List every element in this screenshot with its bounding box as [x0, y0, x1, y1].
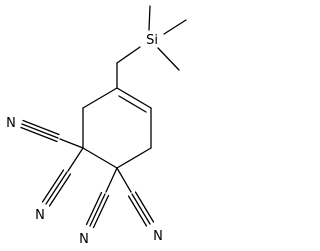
triple-bond-nitrile-lower-right — [134, 191, 155, 223]
atom-label-n-lower-left: N — [35, 208, 45, 223]
triple-bond-nitrile-upper-left — [21, 123, 59, 139]
triple-bond-nitrile-lower-middle — [89, 193, 106, 227]
nitrile-upper-left: N — [6, 116, 84, 149]
atom-label-n-lower-middle: N — [79, 232, 89, 247]
nitrile-lower-middle: N — [79, 167, 118, 247]
trimethylsilyl-group: Si — [116, 5, 187, 71]
bond-c1-nitrile-lower-middle — [105, 167, 118, 193]
triple-bond-nitrile-lower-middle — [92, 194, 110, 229]
nitrile-lower-left: N — [35, 147, 84, 223]
bond-ring-c4-c5-double — [118, 95, 147, 113]
bond-ring-c4-c5 — [116, 87, 152, 109]
nitrile-lower-right: N — [116, 167, 163, 244]
triple-bond-nitrile-lower-right — [127, 195, 148, 227]
bond-si-methyl-top — [148, 5, 151, 31]
atom-label-si: Si — [146, 33, 158, 48]
triple-bond-nitrile-lower-left — [41, 169, 65, 203]
triple-bond-nitrile-lower-left — [45, 171, 68, 205]
triple-bond-nitrile-upper-left — [20, 126, 58, 143]
atom-label-n-upper-left: N — [6, 116, 16, 131]
bond-si-methylene — [116, 46, 141, 64]
bond-c2-nitrile-lower-left — [67, 147, 84, 172]
triple-bond-nitrile-lower-middle — [85, 191, 103, 226]
bond-si-methyl-lower — [157, 47, 180, 71]
cyclohexene-ring — [82, 62, 152, 169]
bond-ring-c3-c4 — [82, 87, 118, 109]
bond-c2-nitrile-upper-left — [59, 138, 84, 149]
bond-c1-nitrile-lower-right — [116, 167, 132, 193]
bond-ring-c6-c1 — [116, 147, 152, 169]
bond-ring-c1-c2 — [82, 147, 118, 169]
triple-bond-nitrile-lower-left — [48, 173, 72, 207]
triple-bond-nitrile-lower-right — [131, 193, 151, 225]
triple-bond-nitrile-upper-left — [22, 119, 60, 136]
atom-label-n-lower-right: N — [153, 229, 163, 244]
chemical-structure: Si N N N N — [6, 5, 187, 247]
bond-si-methyl-right — [163, 19, 187, 35]
